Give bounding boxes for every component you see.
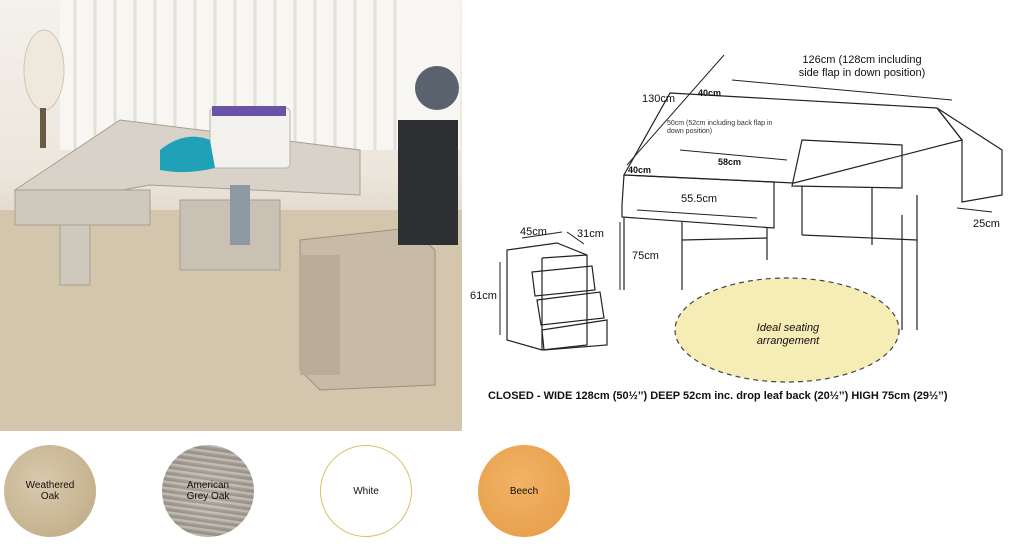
sewing-cabinet-photo [0,0,462,431]
seating-label: Ideal seating arrangement [756,322,820,347]
swatch-white[interactable]: White [320,445,412,537]
dim-leaf-55-5: 55.5cm [681,193,718,205]
swatch-label: Beech [509,485,539,497]
dim-inner-58: 58cm [718,157,742,167]
closed-dimensions-caption: CLOSED - WIDE 128cm (50½’’) DEEP 52cm in… [488,390,948,402]
swatch-label: White [353,485,379,497]
dim-back-flap-50: 50cm (52cm including back flap in down p… [667,120,773,135]
swatch-label: Weathered Oak [25,480,75,502]
swatch-beech[interactable]: Beech [478,445,570,537]
cabinet-line-drawing [499,54,1003,383]
dim-drawer-61: 61cm [470,290,497,302]
dim-width-126: 126cm (128cm including side flap in down… [798,54,926,79]
swatch-american-grey-oak[interactable]: American Grey Oak [162,445,254,537]
dim-height-75: 75cm [632,250,659,262]
dim-depth-40-top: 40cm [698,88,722,98]
dimension-diagram: 126cm (128cm including side flap in down… [462,0,1024,431]
swatch-weathered-oak[interactable]: Weathered Oak [4,445,96,537]
dim-depth-130: 130cm [642,93,676,105]
product-photo [0,0,462,431]
dim-drawer-45: 45cm [520,226,547,238]
swatch-label: American Grey Oak [186,480,230,502]
dim-side-40: 40cm [628,165,652,175]
dim-flap-25: 25cm [973,218,1000,230]
dim-drawer-31: 31cm [577,228,604,240]
